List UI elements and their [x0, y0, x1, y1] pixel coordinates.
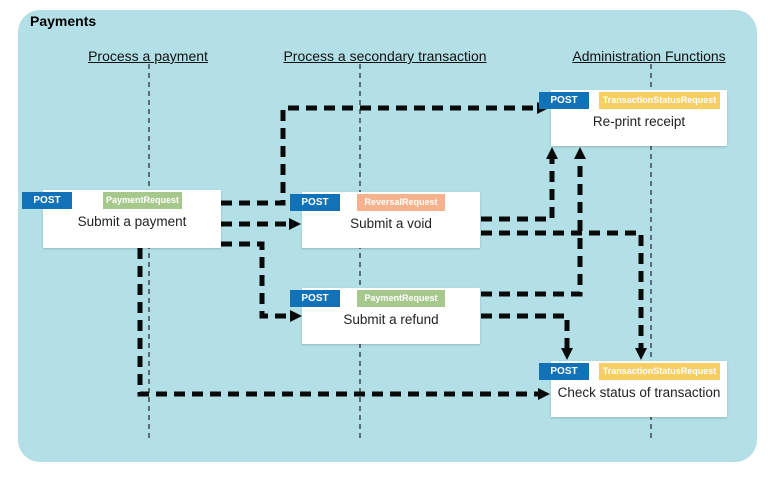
page-title: Payments	[30, 13, 97, 29]
node-label: Submit a refund	[343, 312, 439, 327]
node-check-status-of-transaction[interactable]: POST TransactionStatusRequest Check stat…	[539, 361, 727, 417]
request-type-badge: PaymentRequest	[357, 290, 445, 307]
edge-payment-to-refund	[221, 241, 302, 322]
node-submit-a-void[interactable]: POST ReversalRequest Submit a void	[290, 192, 480, 248]
http-method-badge: POST	[539, 363, 589, 380]
node-label: Check status of transaction	[557, 385, 721, 400]
node-label: Submit a payment	[77, 214, 187, 229]
http-method-badge: POST	[539, 92, 589, 109]
request-type-badge: ReversalRequest	[357, 194, 445, 211]
http-method-badge: POST	[290, 194, 340, 211]
column-header-secondary-transaction[interactable]: Process a secondary transaction	[283, 48, 487, 64]
edge-payment-to-check-status	[137, 248, 550, 400]
node-reprint-receipt[interactable]: POST TransactionStatusRequest Re-print r…	[539, 90, 727, 146]
request-type-badge: TransactionStatusRequest	[599, 363, 720, 380]
edge-void-to-check-status	[481, 230, 647, 360]
node-submit-a-refund[interactable]: POST PaymentRequest Submit a refund	[290, 288, 480, 344]
node-label: Submit a void	[350, 216, 432, 231]
edge-refund-to-reprint	[481, 147, 586, 297]
edge-payment-to-reprint	[221, 102, 549, 206]
edge-refund-to-check-status	[481, 313, 573, 360]
node-label: Re-print receipt	[592, 114, 686, 129]
http-method-badge: POST	[290, 290, 340, 307]
request-type-badge: PaymentRequest	[103, 192, 182, 209]
column-header-process-payment[interactable]: Process a payment	[88, 48, 208, 64]
column-header-administration[interactable]: Administration Functions	[572, 48, 726, 64]
request-type-badge: TransactionStatusRequest	[599, 92, 720, 109]
edge-void-to-reprint	[481, 147, 558, 222]
http-method-badge: POST	[22, 192, 72, 209]
node-submit-a-payment[interactable]: POST PaymentRequest Submit a payment	[22, 190, 221, 248]
